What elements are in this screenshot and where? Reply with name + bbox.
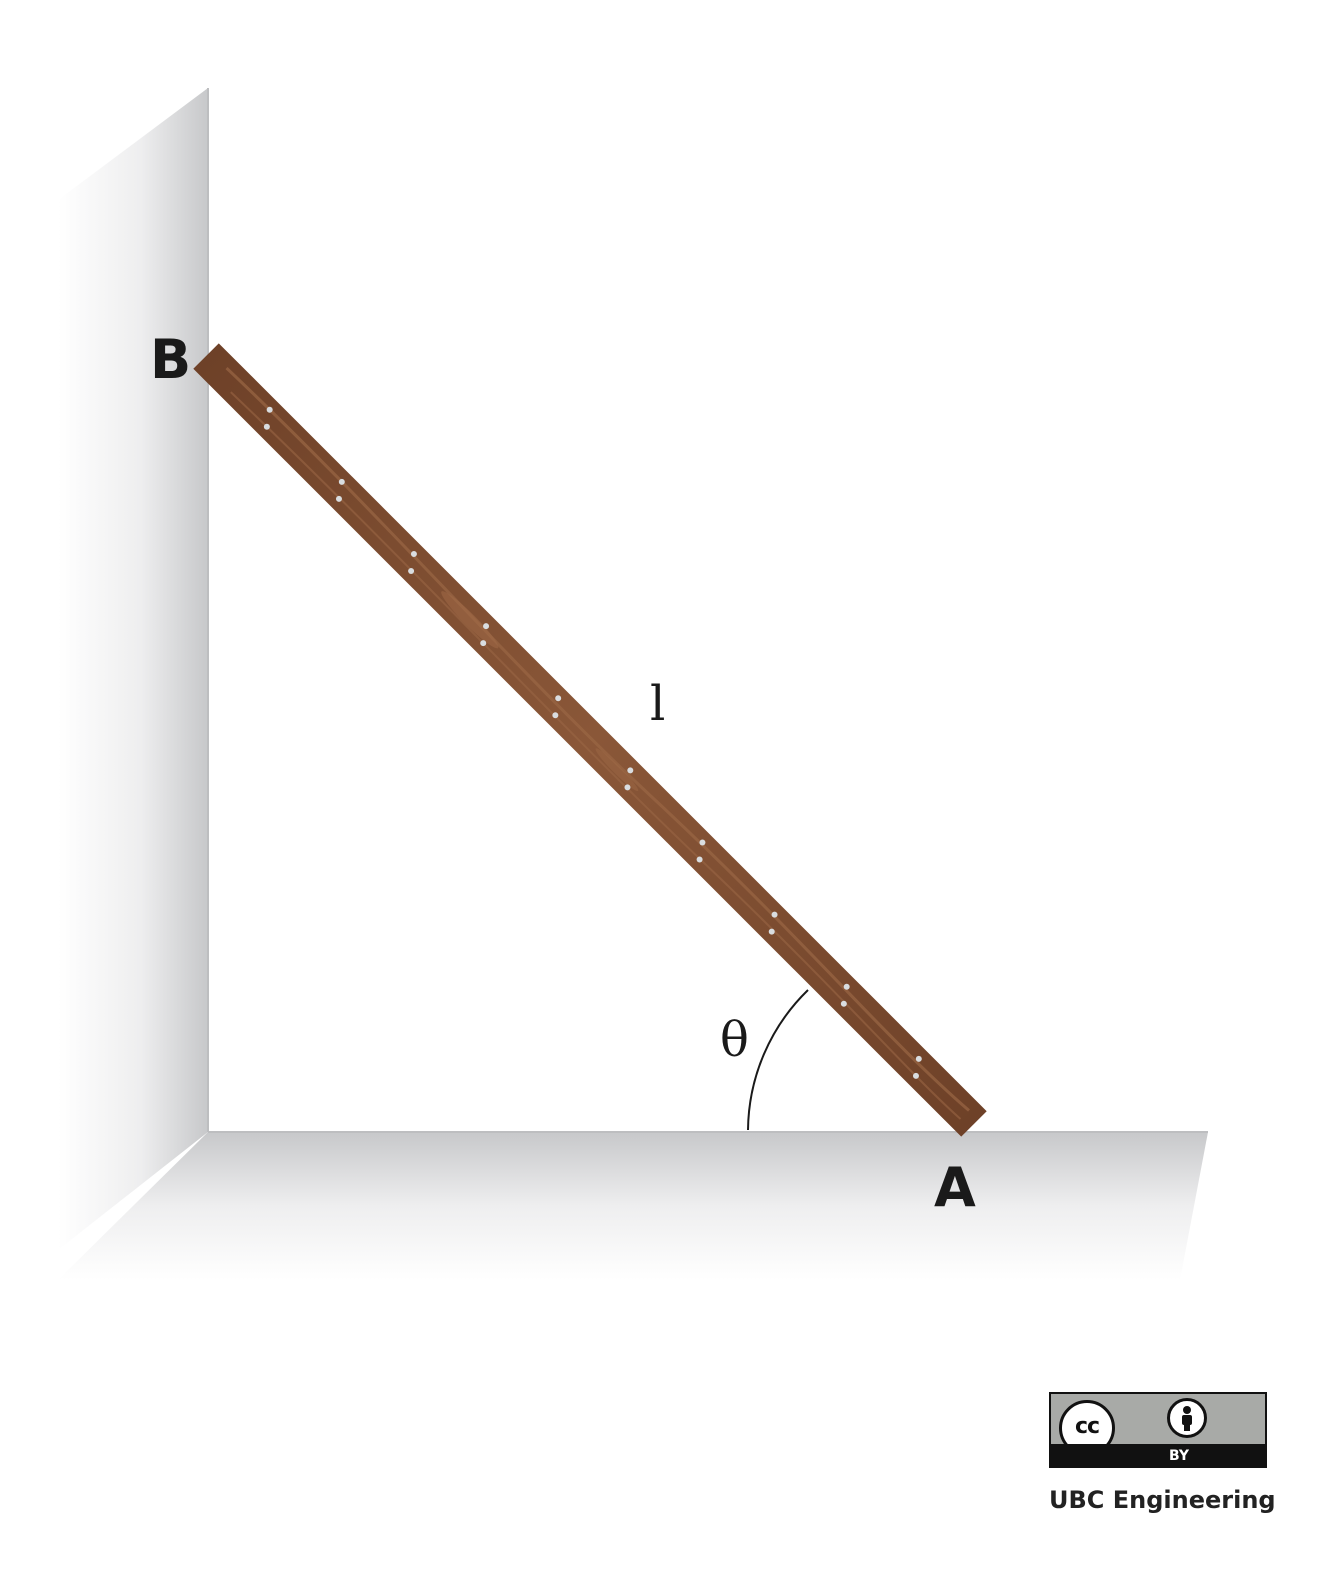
attribution-person-icon [1167, 1398, 1207, 1438]
ladder-rod [193, 343, 987, 1137]
nail [771, 911, 778, 918]
nail [768, 928, 775, 935]
nail [552, 712, 559, 719]
nail [624, 784, 631, 791]
nail [912, 1072, 919, 1079]
cc-text: cc [1074, 1414, 1100, 1439]
nail [915, 1055, 922, 1062]
wall [58, 88, 208, 1250]
by-text: BY [1169, 1448, 1190, 1464]
angle-arc [747, 989, 809, 1131]
nail [483, 623, 490, 630]
point-a-label: A [934, 1156, 976, 1219]
length-label: l [650, 676, 665, 732]
nail [263, 423, 270, 430]
cc-bar [1051, 1444, 1265, 1466]
nail [555, 695, 562, 702]
nail [266, 406, 273, 413]
nail [335, 495, 342, 502]
nail [840, 1000, 847, 1007]
nail [696, 856, 703, 863]
license-caption: UBC Engineering [1049, 1486, 1276, 1514]
angle-label: θ [720, 1012, 749, 1068]
nail [480, 640, 487, 647]
nail [410, 551, 417, 558]
license-block: cc BY UBC Engineering [1049, 1392, 1276, 1514]
nail [843, 983, 850, 990]
nail [338, 478, 345, 485]
cc-by-badge: cc BY [1049, 1392, 1267, 1468]
nail [699, 839, 706, 846]
point-b-label: B [150, 328, 191, 391]
nail [408, 568, 415, 575]
nail [627, 767, 634, 774]
floor [58, 1132, 1208, 1280]
